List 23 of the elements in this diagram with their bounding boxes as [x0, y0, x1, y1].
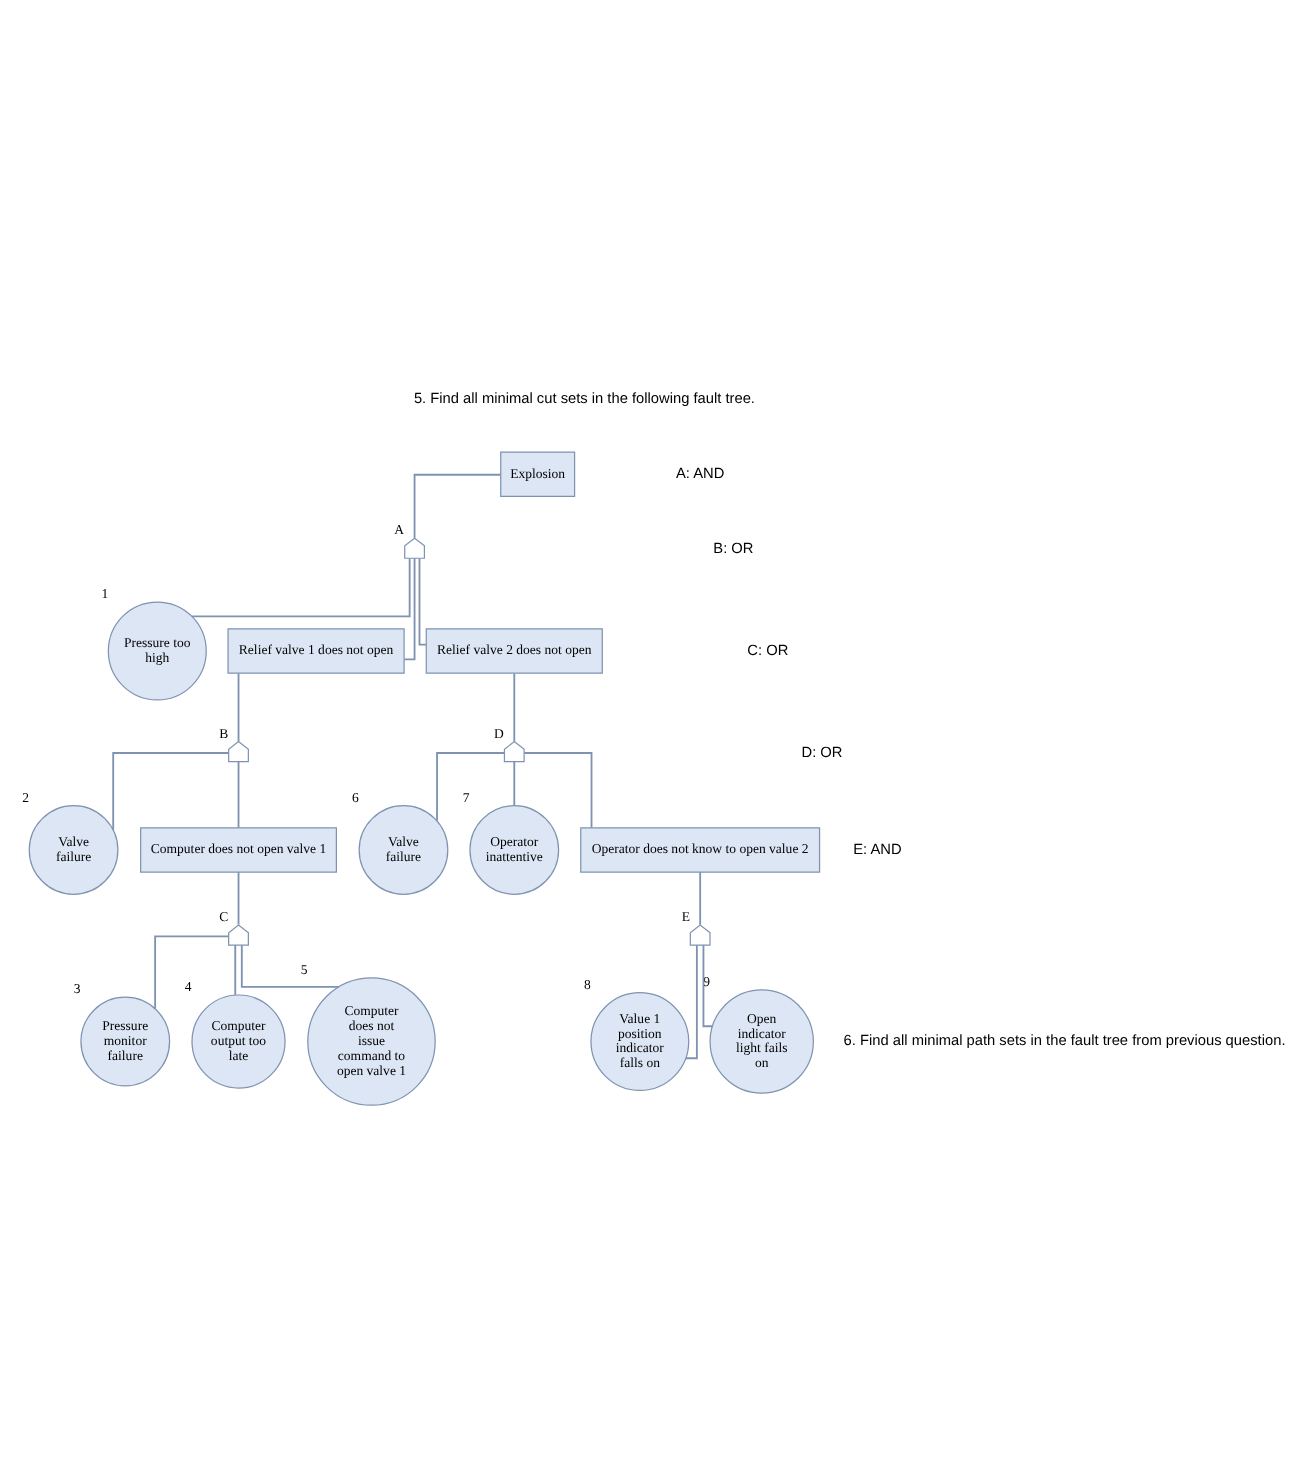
connector	[237, 671, 240, 742]
node-gate	[404, 536, 426, 558]
connector	[702, 943, 714, 1027]
connector	[403, 556, 416, 660]
connector	[418, 556, 427, 645]
connector	[684, 943, 698, 1059]
connector	[112, 751, 230, 830]
connector	[190, 556, 411, 617]
node-gate	[689, 923, 711, 945]
node-gate	[228, 739, 249, 762]
connector	[237, 759, 240, 828]
connector	[699, 870, 702, 925]
node-gate	[503, 739, 525, 762]
connector	[240, 943, 340, 987]
connector	[413, 472, 502, 538]
connector	[234, 943, 237, 995]
connector	[436, 751, 506, 821]
connector	[237, 870, 240, 925]
connector	[154, 934, 230, 1009]
connector	[513, 671, 516, 742]
connector	[523, 751, 593, 828]
connector	[513, 759, 516, 806]
node-gate	[228, 923, 249, 945]
